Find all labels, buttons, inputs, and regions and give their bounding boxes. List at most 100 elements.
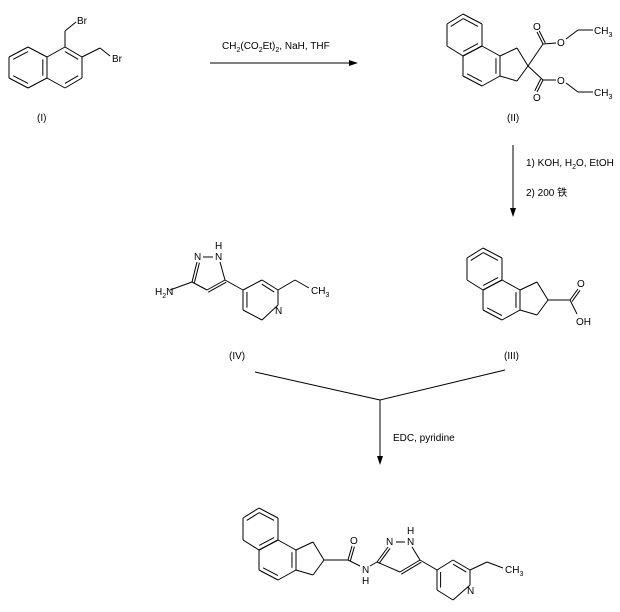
compound-I: Br Br (I) xyxy=(37,16,123,124)
reagent-step1: CH2(CO2Et)2, NaH, THF xyxy=(222,41,330,54)
bond xyxy=(369,561,378,567)
bond xyxy=(242,539,260,551)
compound-label-III: (III) xyxy=(504,351,519,362)
bond xyxy=(46,77,66,89)
bond xyxy=(569,288,579,301)
bond xyxy=(64,77,83,89)
bond xyxy=(258,507,279,519)
atom-ch3: CH3 xyxy=(505,565,523,578)
bond xyxy=(436,589,454,601)
bond xyxy=(169,281,193,291)
bond xyxy=(516,47,529,67)
atom-o: O xyxy=(557,76,565,87)
atom-ch3: CH3 xyxy=(594,26,612,39)
bond xyxy=(536,299,549,316)
bond xyxy=(482,247,503,259)
bond xyxy=(64,21,77,32)
bond xyxy=(12,51,29,60)
bond xyxy=(481,75,501,87)
bond xyxy=(470,252,484,261)
bond xyxy=(258,512,275,521)
bond xyxy=(347,545,353,561)
bond xyxy=(242,279,263,291)
compound-product: O N H N N H N CH3 xyxy=(350,526,523,597)
atom-br: Br xyxy=(77,16,88,27)
bond xyxy=(527,43,544,67)
bond xyxy=(411,546,421,561)
atom-n-pyridine: N xyxy=(467,586,474,597)
atom-oh: OH xyxy=(576,317,591,328)
bond xyxy=(258,569,279,581)
bond xyxy=(536,281,549,301)
bond xyxy=(469,561,488,571)
bond xyxy=(99,47,111,57)
bond xyxy=(261,283,275,293)
bond xyxy=(466,73,483,83)
bond xyxy=(516,65,529,82)
atom-o: O xyxy=(350,536,358,547)
bond xyxy=(376,546,389,563)
bond xyxy=(538,30,546,44)
reagent-step3: EDC, pyridine xyxy=(393,433,455,444)
bond xyxy=(261,279,279,291)
bond xyxy=(191,281,208,291)
bond xyxy=(519,309,538,316)
bond xyxy=(527,65,544,81)
bond xyxy=(246,512,260,521)
bond xyxy=(277,539,297,551)
bond xyxy=(312,541,325,561)
atom-n-amide: N xyxy=(362,565,369,576)
compound-label-II: (II) xyxy=(507,113,519,124)
bond xyxy=(193,262,200,283)
bond xyxy=(8,46,29,58)
bond xyxy=(462,18,479,27)
bond xyxy=(312,559,325,576)
bond xyxy=(401,561,422,575)
bond xyxy=(258,539,279,551)
bond xyxy=(482,279,503,291)
bond xyxy=(542,42,557,45)
bond xyxy=(277,569,297,581)
bond xyxy=(482,277,499,286)
bond xyxy=(277,279,296,291)
bond xyxy=(436,559,454,571)
bond xyxy=(446,13,464,25)
bond xyxy=(219,261,226,281)
atom-o: O xyxy=(533,93,541,104)
bond xyxy=(519,281,538,291)
compound-IV: H2N N N H N CH3 (IV) xyxy=(155,241,329,362)
compound-label-I: (I) xyxy=(37,113,46,124)
reagent-step2-line1: 1) KOH, H2O, EtOH xyxy=(526,158,614,171)
bond xyxy=(501,279,521,291)
bond xyxy=(295,541,314,551)
atom-h-amide: H xyxy=(362,576,369,587)
bond xyxy=(81,47,101,58)
atom-o: O xyxy=(533,22,541,33)
bond xyxy=(536,31,544,45)
compound-III: O OH (III) xyxy=(504,279,591,362)
bond xyxy=(571,290,581,302)
bond xyxy=(295,569,314,576)
bond xyxy=(261,304,279,321)
bond xyxy=(452,559,471,571)
bond xyxy=(499,75,518,82)
atom-n-pyridine: N xyxy=(275,306,282,317)
bond xyxy=(565,29,579,40)
bond xyxy=(462,13,483,25)
bond xyxy=(64,51,79,60)
bond xyxy=(206,279,226,291)
bond xyxy=(46,46,66,58)
bond xyxy=(12,75,29,84)
atom-n: N xyxy=(386,537,393,548)
bond xyxy=(8,77,29,89)
bond xyxy=(64,75,79,84)
bond xyxy=(450,18,464,27)
bond xyxy=(499,47,518,57)
bond xyxy=(481,45,501,57)
bond xyxy=(64,46,83,58)
bond xyxy=(294,279,310,289)
atom-br: Br xyxy=(112,54,123,65)
atom-n: N xyxy=(407,537,414,548)
bond xyxy=(378,548,391,564)
